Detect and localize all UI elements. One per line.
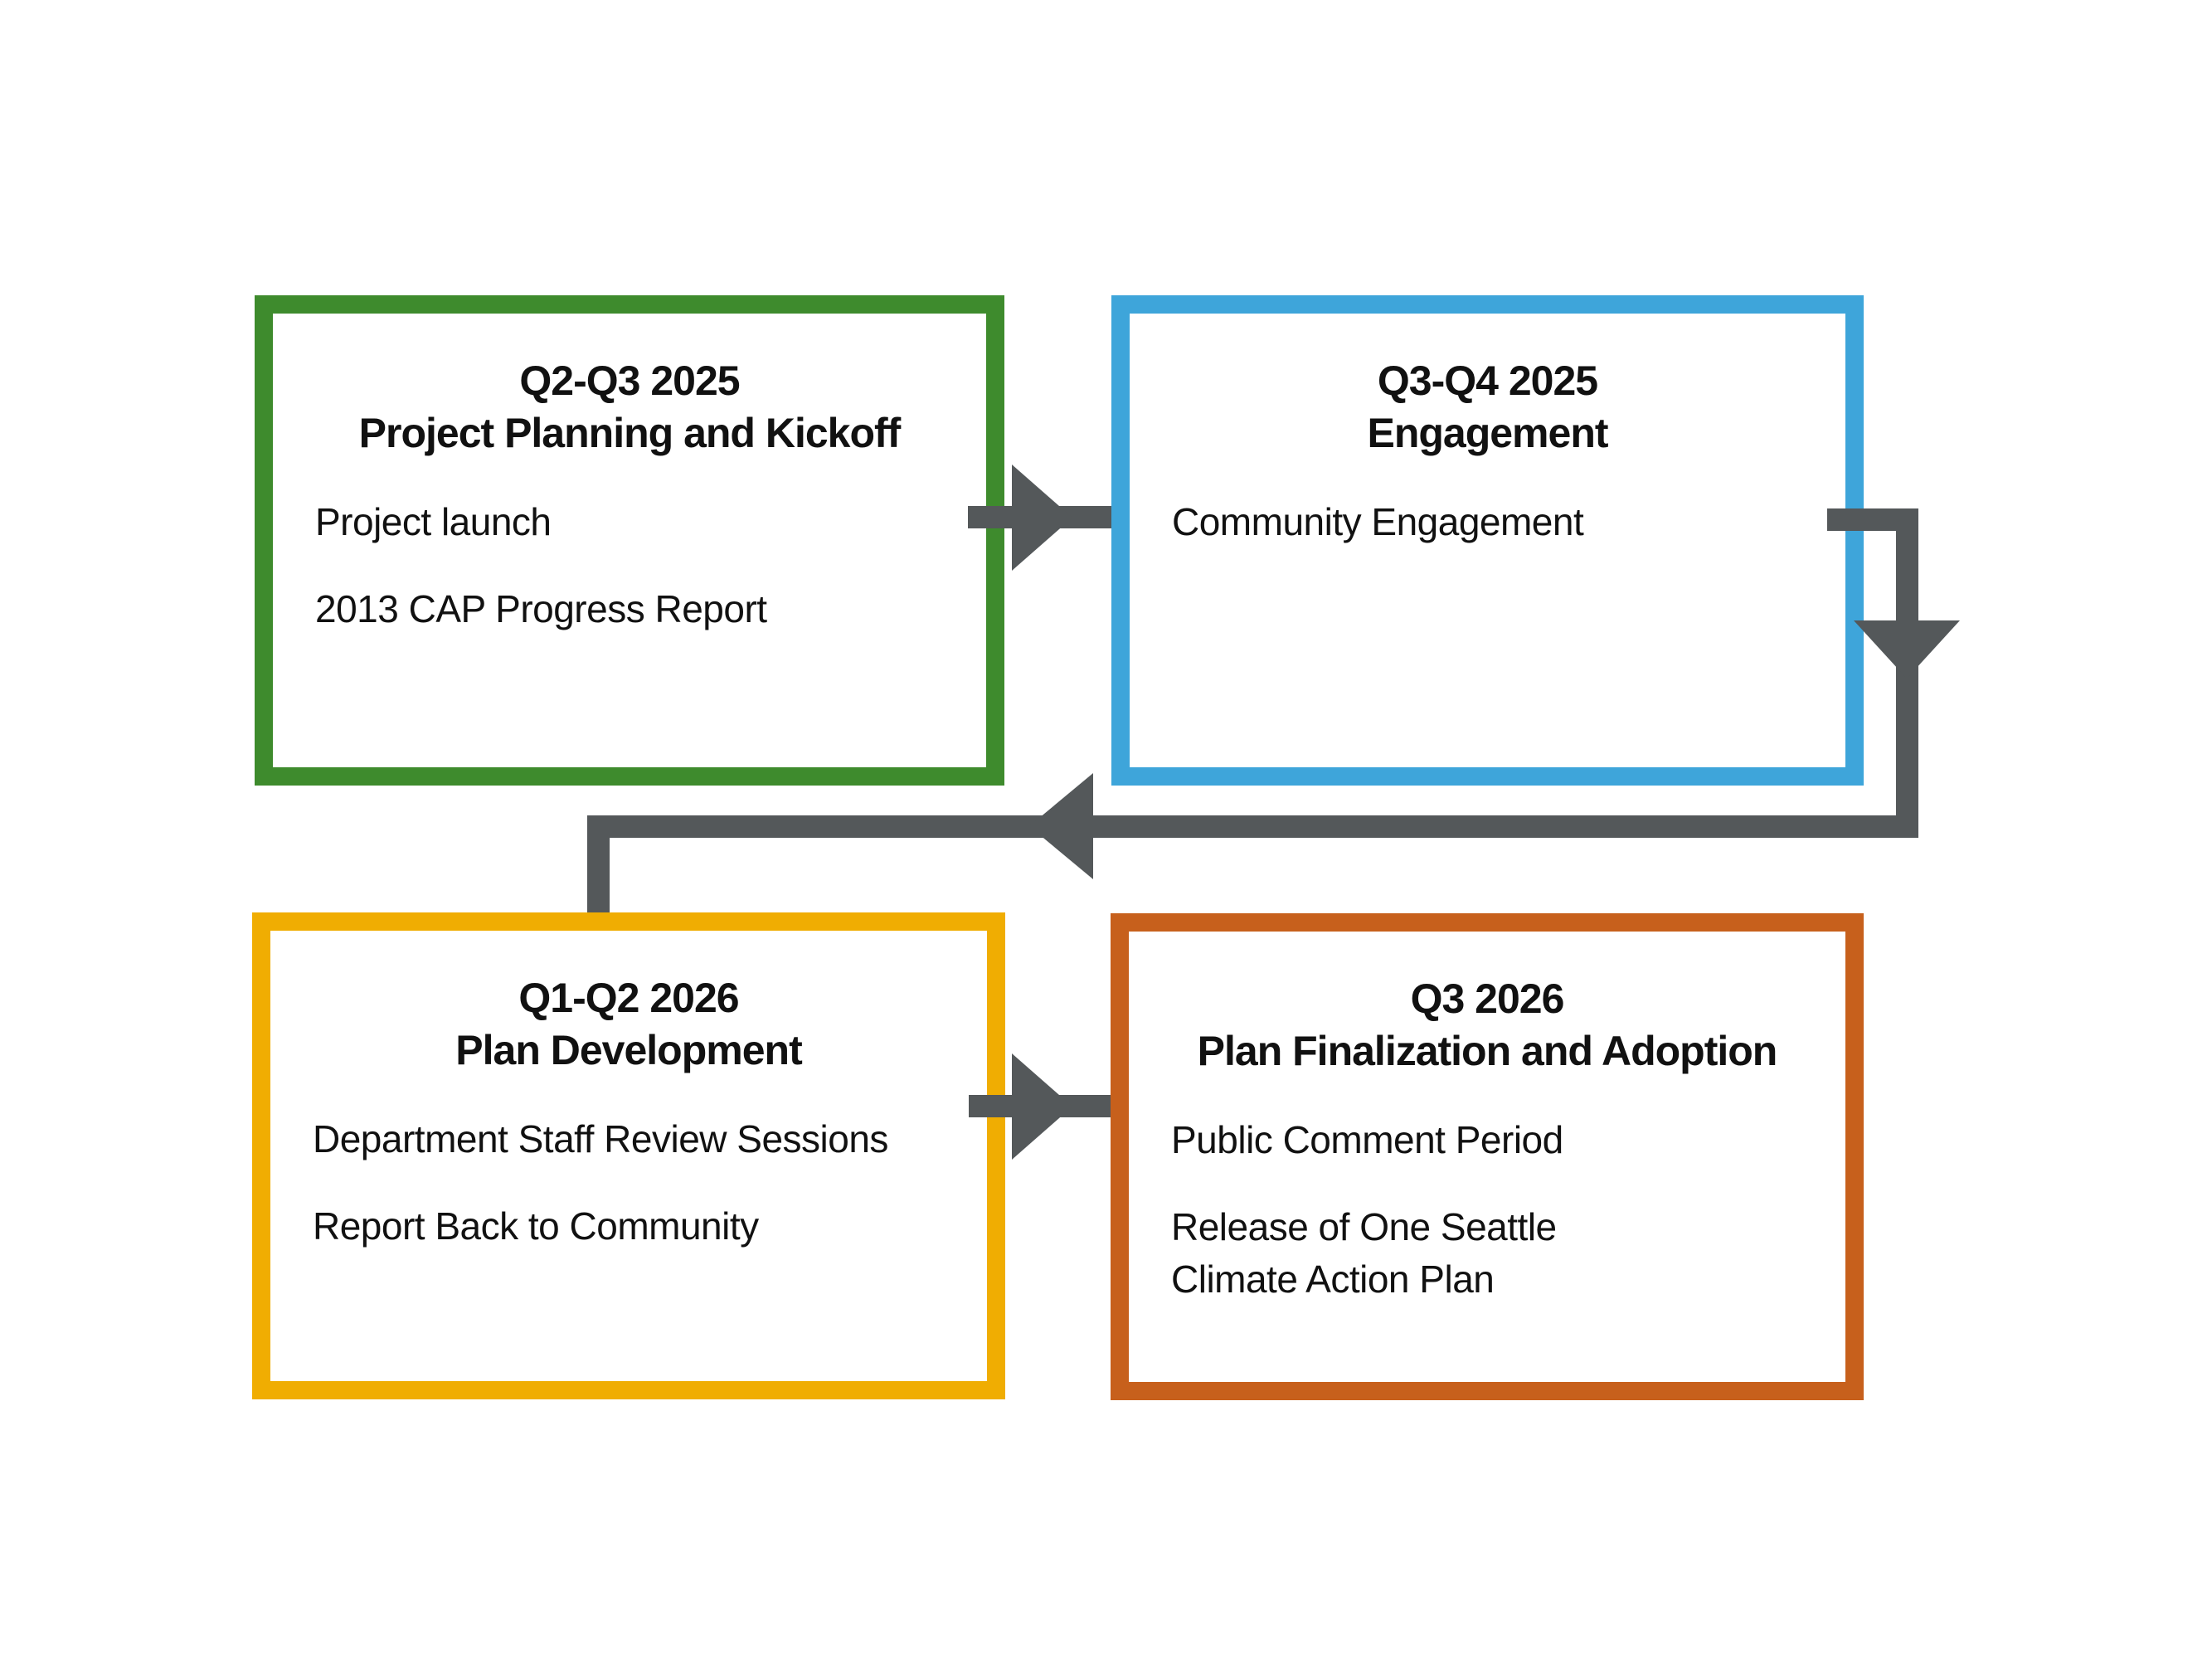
arrowhead-right-icon (1012, 465, 1072, 571)
stage-phase: Project Planning and Kickoff (358, 410, 902, 456)
connector-segment (587, 815, 1918, 838)
stage-item: Project launch (315, 500, 552, 543)
stage-item: Public Comment Period (1171, 1118, 1563, 1161)
stage-period: Q2-Q3 2025 (519, 358, 740, 404)
stage-period: Q3-Q4 2025 (1377, 358, 1598, 404)
arrowhead-left-icon (1029, 773, 1093, 879)
stage-phase: Plan Development (455, 1027, 802, 1073)
stage-phase: Engagement (1367, 410, 1608, 456)
stage-item: Climate Action Plan (1171, 1258, 1495, 1301)
arrowhead-down-icon (1854, 620, 1960, 679)
stage-box-plan-development: Q1-Q2 2026 Plan Development Department S… (252, 912, 1005, 1399)
connector-segment (587, 815, 610, 912)
stage-item: Community Engagement (1172, 500, 1584, 543)
stage-box-plan-finalization: Q3 2026 Plan Finalization and Adoption P… (1111, 913, 1864, 1400)
stage-item: Release of One Seattle (1171, 1205, 1557, 1248)
stage-item: Department Staff Review Sessions (313, 1117, 888, 1160)
stage-box-engagement: Q3-Q4 2025 Engagement Community Engageme… (1111, 295, 1864, 786)
stage-period: Q1-Q2 2026 (518, 975, 739, 1021)
arrowhead-right-icon (1012, 1053, 1072, 1160)
stage-period: Q3 2026 (1410, 975, 1565, 1022)
stage-phase: Plan Finalization and Adoption (1197, 1028, 1778, 1074)
stage-box-project-planning: Q2-Q3 2025 Project Planning and Kickoff … (255, 295, 1004, 786)
stage-item: 2013 CAP Progress Report (315, 587, 767, 630)
stage-item: Report Back to Community (313, 1204, 759, 1248)
